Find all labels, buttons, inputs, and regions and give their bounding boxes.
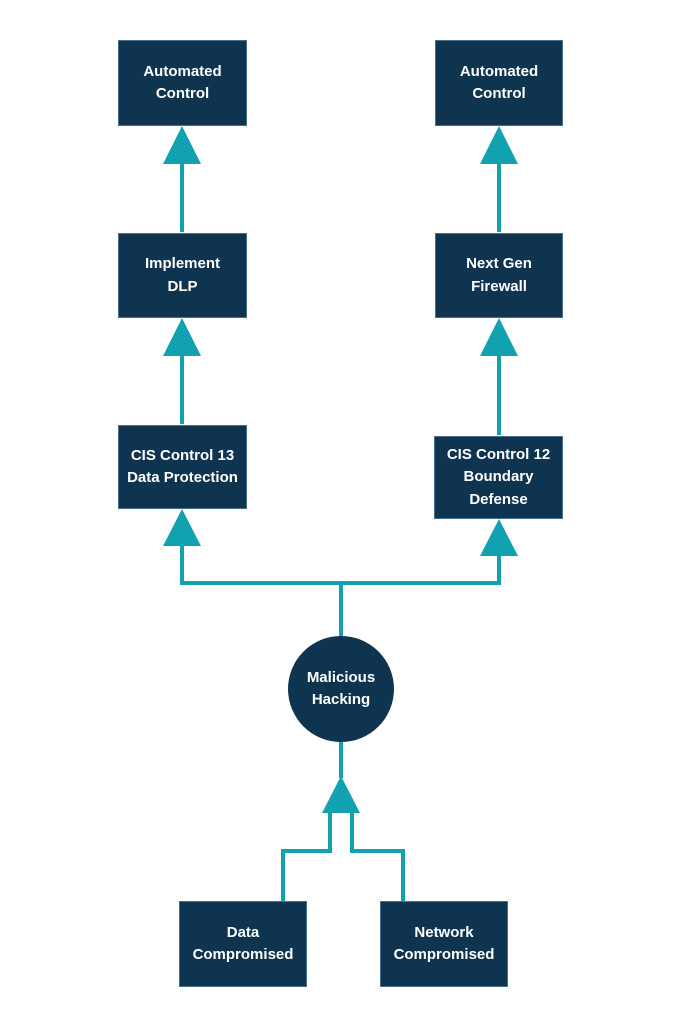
node-automated-control-left: Automated Control: [118, 40, 247, 126]
connector-cis13-to-dlp: [163, 318, 201, 424]
node-malicious-hacking: Malicious Hacking: [288, 636, 394, 742]
connector-compromised-merge: [281, 740, 405, 902]
connector-dlp-to-automated-left: [163, 126, 201, 232]
connector-firewall-to-automated-right: [480, 126, 518, 232]
node-data-compromised: Data Compromised: [179, 901, 307, 987]
node-cis-control-13-data-protection: CIS Control 13 Data Protection: [118, 425, 247, 509]
node-network-compromised: Network Compromised: [380, 901, 508, 987]
connector-cis12-to-firewall: [480, 318, 518, 435]
node-cis-control-12-boundary-defense: CIS Control 12 Boundary Defense: [434, 436, 563, 519]
node-automated-control-right: Automated Control: [435, 40, 563, 126]
node-implement-dlp: Implement DLP: [118, 233, 247, 318]
connector-hacking-fork: [163, 509, 518, 638]
node-next-gen-firewall: Next Gen Firewall: [435, 233, 563, 318]
